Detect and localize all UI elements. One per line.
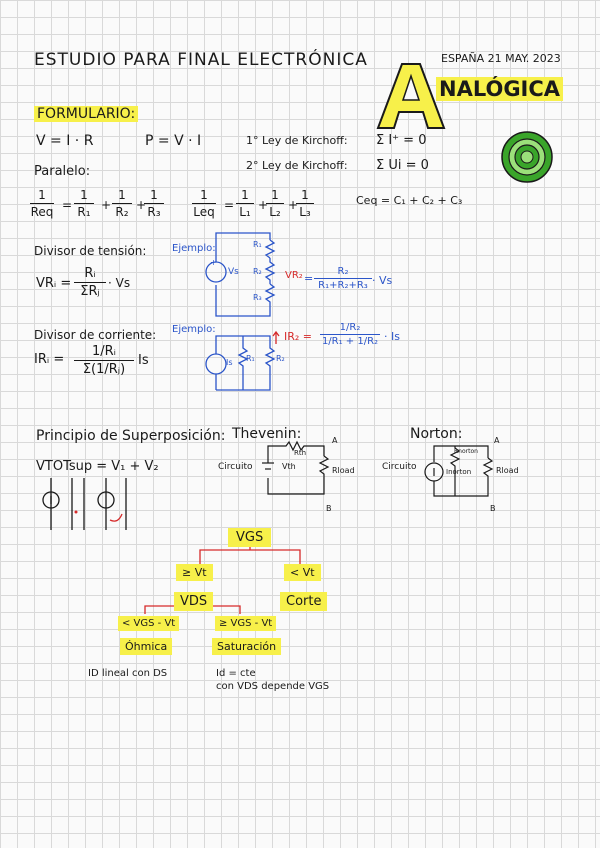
saturacion-note-1: Id = cte — [216, 668, 256, 679]
r1-label: R₁ — [253, 240, 262, 249]
power-law: P = V · I — [145, 133, 202, 149]
equals-sign: = — [62, 198, 73, 212]
node-b-label: B — [326, 504, 332, 513]
tree-node-less-vt: < Vt — [284, 564, 321, 581]
equals-sign: = — [224, 198, 235, 212]
vr-lhs: VRᵢ = — [36, 276, 72, 291]
superposicion-heading: Principio de Superposición: — [36, 428, 226, 444]
ohm-law: V = I · R — [36, 133, 94, 149]
kirchhoff-2-label: 2° Ley de Kirchoff: — [246, 159, 348, 172]
inorton-label: Inorton — [446, 468, 472, 476]
divisor-corriente-label: Divisor de corriente: — [34, 328, 157, 342]
paralelo-label: Paralelo: — [34, 164, 91, 179]
plus-sign: + — [136, 198, 147, 212]
tree-leaf-ohmica: Óhmica — [120, 638, 173, 655]
tree-node-corte: Corte — [280, 592, 328, 611]
rnorton-label: Rnorton — [454, 448, 478, 455]
r2-label: R₂ — [276, 354, 285, 363]
tree-node-greater-vt: ≥ Vt — [176, 564, 213, 581]
plus-sign: + — [210, 258, 217, 267]
saturacion-note-2: con VDS depende VGS — [216, 681, 330, 692]
divisor-tension-label: Divisor de tensión: — [34, 244, 147, 258]
tree-node-vds-high: ≥ VGS - Vt — [215, 616, 277, 631]
tension-rhs: · Vs — [108, 276, 131, 290]
tree-node-vds-low: < VGS - Vt — [118, 616, 180, 631]
page-title: ESTUDIO PARA FINAL ELECTRÓNICA — [34, 50, 368, 70]
tension-example-label: Ejemplo: — [172, 243, 216, 254]
kirchhoff-1-eq: Σ I⁺ = 0 — [376, 133, 427, 148]
node-a-label: A — [332, 436, 338, 445]
plus-sign: + — [288, 198, 299, 212]
superposicion-equation: VTOTsup = V₁ + V₂ — [36, 459, 159, 474]
r2-label: R₂ — [253, 267, 262, 276]
thevenin-circuit-label: Circuito — [218, 462, 253, 472]
plus-sign: + — [101, 198, 112, 212]
date-label: ESPAÑA 21 MAY. 2023 — [441, 52, 561, 65]
kirchhoff-2-eq: Σ Ui = 0 — [376, 158, 429, 173]
node-b-label: B — [490, 504, 496, 513]
vs-label: Vs — [228, 267, 239, 277]
thevenin-heading: Thevenin: — [232, 426, 302, 442]
rload-label: Rload — [496, 466, 519, 475]
tree-leaf-saturacion: Saturación — [212, 638, 282, 655]
vth-label: Vth — [282, 462, 296, 471]
formulario-heading: FORMULARIO: — [34, 106, 139, 122]
tension-example-rhs: · Vs — [372, 274, 393, 287]
norton-circuit-label: Circuito — [382, 462, 417, 472]
corriente-rhs: Is — [138, 353, 149, 368]
corriente-example-label: Ejemplo: — [172, 324, 216, 335]
ir-lhs: IRᵢ = — [34, 352, 65, 367]
corriente-example-rhs: · Is — [384, 330, 400, 343]
tree-node-vds: VDS — [174, 592, 214, 611]
rload-label: Rload — [332, 466, 355, 475]
norton-heading: Norton: — [410, 426, 463, 442]
subject-title: NALÓGICA — [436, 77, 564, 101]
rth-label: Rth — [294, 449, 307, 457]
equals-sign: = — [304, 272, 314, 285]
ir2-label: IR₂ = — [284, 330, 313, 343]
plus-sign: + — [258, 198, 269, 212]
ceq-formula: Ceq = C₁ + C₂ + C₃ — [356, 194, 463, 207]
tree-root-vgs: VGS — [228, 528, 272, 547]
node-a-label: A — [494, 436, 500, 445]
ohmica-note: ID lineal con DS — [88, 668, 168, 679]
is-label: Is — [226, 358, 233, 367]
vr2-label: VR₂ — [285, 270, 303, 281]
r3-label: R₃ — [253, 293, 262, 302]
r1-label: R₁ — [246, 354, 255, 363]
kirchhoff-1-label: 1° Ley de Kirchoff: — [246, 134, 348, 147]
